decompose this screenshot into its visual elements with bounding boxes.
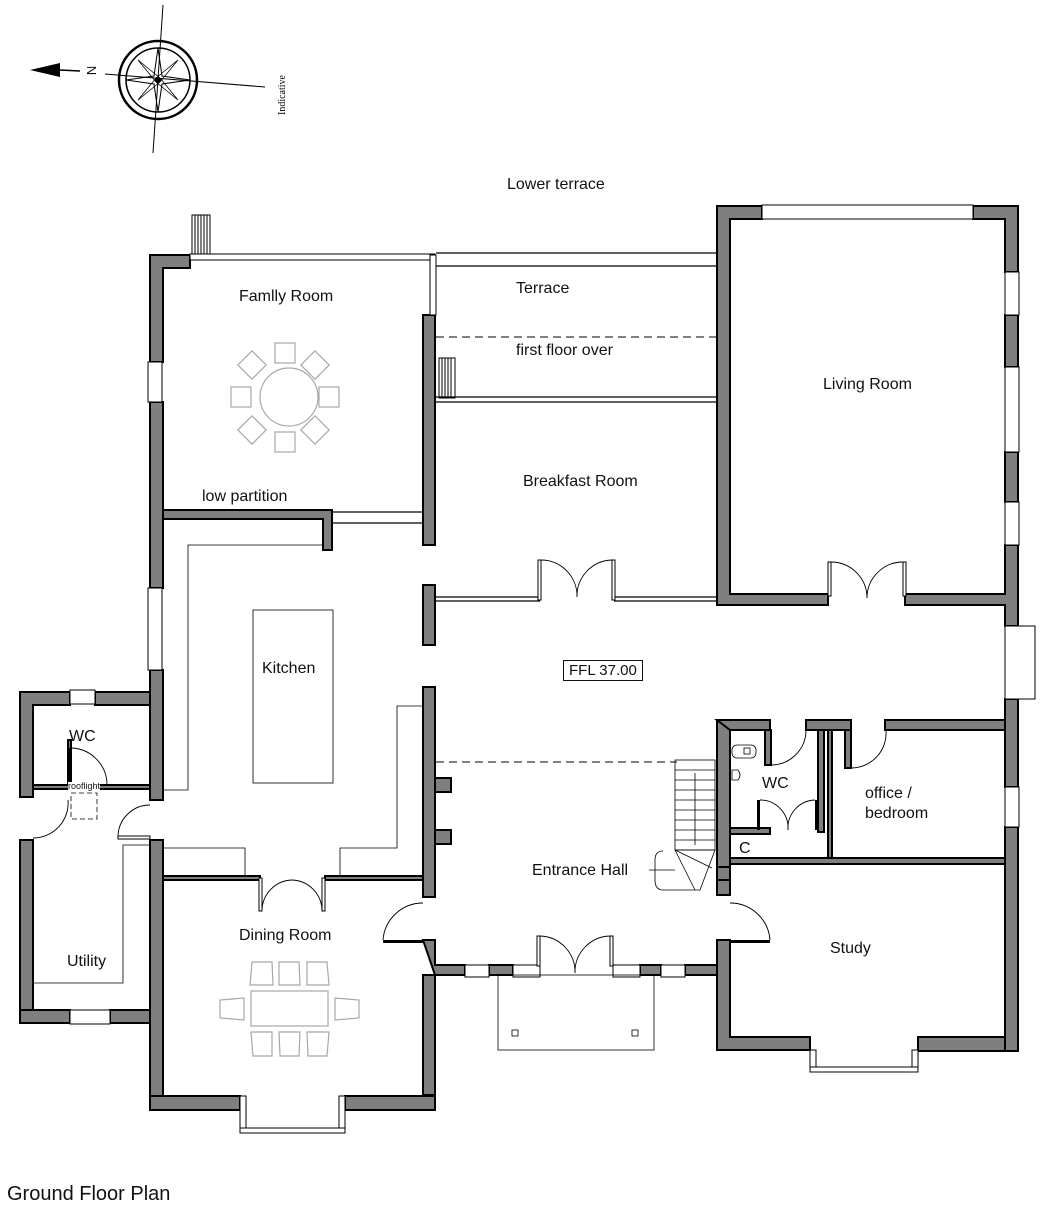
drawing-title: Ground Floor Plan: [7, 1183, 171, 1205]
label-rooflight: rooflight: [68, 781, 101, 791]
label-lower-terrace: Lower terrace: [507, 176, 605, 193]
label-first-floor-over: first floor over: [516, 342, 613, 359]
label-terrace: Terrace: [516, 280, 570, 297]
windows: [69, 204, 1036, 1134]
family-table-furniture: [230, 342, 340, 453]
label-living-room: Living Room: [823, 376, 912, 393]
north-letter: N: [84, 65, 100, 76]
label-office-line1: office /: [865, 785, 912, 802]
label-office-line2: bedroom: [865, 805, 929, 822]
label-cupboard: C: [739, 840, 751, 857]
walls: [19, 205, 1019, 1111]
label-wc-right: WC: [762, 775, 789, 792]
label-low-partition: low partition: [202, 488, 288, 505]
ffl-level-marker: FFL 37.00: [563, 660, 643, 681]
wc-fixtures: [731, 744, 757, 781]
dining-table-furniture: [219, 961, 360, 1057]
label-family-room: Famlly Room: [239, 288, 334, 305]
label-kitchen: Kitchen: [262, 660, 316, 677]
staircase: [649, 759, 716, 891]
terrace-lines: [33, 252, 717, 1051]
label-wc-left: WC: [69, 728, 96, 745]
north-arrow-icon: [30, 4, 266, 154]
label-dining-room: Dining Room: [239, 927, 332, 944]
label-study: Study: [830, 940, 871, 957]
label-utility: Utility: [67, 953, 107, 970]
indicative-note: Indicative: [277, 75, 288, 115]
label-breakfast-room: Breakfast Room: [523, 473, 638, 490]
doors: [32, 559, 907, 974]
label-entrance-hall: Entrance Hall: [532, 862, 629, 879]
